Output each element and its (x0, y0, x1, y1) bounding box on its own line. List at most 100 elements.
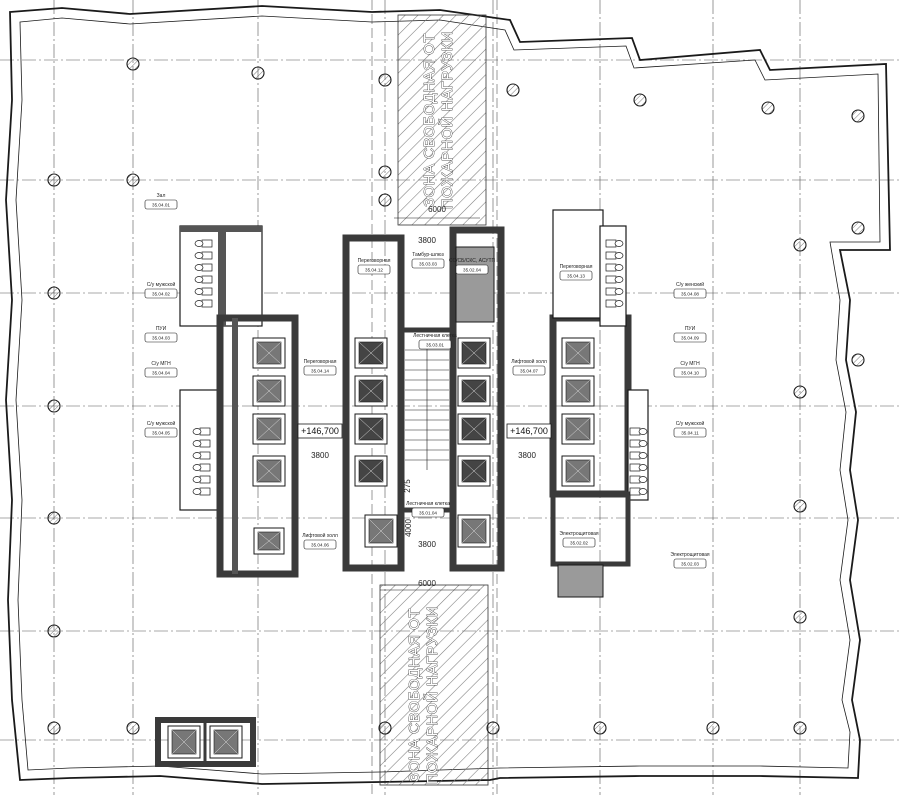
column (793, 610, 807, 624)
toilet-fixture (192, 427, 211, 436)
column (378, 721, 392, 735)
room-code: 35.02.03 (681, 562, 699, 567)
dim-corridor-left: 3800 (311, 451, 329, 460)
room-code: 35.04.13 (567, 274, 585, 279)
zone-label-top-line2: ПОЖАРНОЙ НАГРУЗКИ (438, 31, 456, 209)
elevator-car (561, 337, 595, 369)
elevator-car (457, 514, 491, 548)
column (633, 93, 647, 107)
room-code: 35.04.14 (311, 369, 329, 374)
column (851, 353, 865, 367)
fire-free-zone (371, 0, 498, 795)
room-label: Переговорная 35.04.12 (358, 258, 391, 275)
room-name: Переговорная (358, 258, 391, 264)
room-code: 35.04.03 (152, 336, 170, 341)
toilet-fixture (192, 487, 211, 496)
column (506, 83, 520, 97)
column (793, 238, 807, 252)
elevator-shafts (167, 337, 595, 759)
column (47, 624, 61, 638)
dim-zone-top: 6000 (428, 205, 446, 214)
room-label: Лестничная клетка 35.01.04 (406, 501, 450, 518)
toilet-fixture (194, 239, 213, 248)
room-name: Лестничная клетка (413, 333, 457, 339)
room-name: Электрощитовая (559, 531, 599, 537)
room-label: С/у мужской 35.04.05 (144, 420, 178, 438)
column (486, 721, 500, 735)
column (793, 499, 807, 513)
room-label: Лестничная клетка 35.03.01 (413, 333, 457, 350)
column (126, 57, 140, 71)
room-code: 35.02.02 (570, 541, 588, 546)
room-label: Электрощитовая 35.02.03 (670, 552, 710, 569)
room-code: 35.04.01 (152, 203, 170, 208)
room-name: Лестничная клетка (406, 501, 450, 507)
elevator-car (252, 375, 286, 407)
room-code: 35.04.11 (681, 431, 699, 436)
column (126, 173, 140, 187)
room-name: С/у МГН (151, 361, 171, 367)
toilet-fixture (192, 463, 211, 472)
room-code: 35.04.02 (152, 292, 170, 297)
toilet-fixture (629, 427, 648, 436)
column (793, 721, 807, 735)
toilet-fixture (629, 475, 648, 484)
room-name: С/у МГН (680, 361, 700, 367)
elevation-mark-left: +146,700 (297, 423, 343, 439)
room-code: 35.04.10 (681, 371, 699, 376)
toilet-fixture (605, 239, 624, 248)
zone-label-bottom: ЗОНА СВОБОДНАЯ ОТ ПОЖАРНОЙ НАГРУЗКИ (406, 605, 442, 784)
toilet-fixture (605, 287, 624, 296)
room-label: С/у МГН 35.04.10 (673, 361, 707, 378)
elevator-car (252, 455, 286, 487)
dimensions: 6000 6000 3800 3800 3800 3800 4000 275 (311, 205, 536, 591)
room-name: Зал (157, 193, 166, 199)
column (47, 173, 61, 187)
room-code: 35.01.04 (419, 511, 437, 516)
room-name: Переговорная (560, 264, 593, 270)
zone-label-bottom-line2: ПОЖАРНОЙ НАГРУЗКИ (423, 606, 441, 784)
elevator-car (364, 514, 398, 548)
elevator-car (457, 337, 491, 369)
elevator-car (457, 455, 491, 487)
room-name: ПУИ (156, 326, 167, 332)
room-code: 35.02.04 (463, 268, 481, 273)
toilet-fixture (629, 463, 648, 472)
room-label: С/у мужской 35.04.11 (673, 420, 707, 438)
toilet-fixture (629, 451, 648, 460)
zone-label-top: ЗОНА СВОБОДНАЯ ОТ ПОЖАРНОЙ НАГРУЗКИ (421, 30, 457, 209)
room-name: Электрощитовая (670, 552, 710, 558)
room-code: 35.04.09 (681, 336, 699, 341)
dim-corridor-top: 3800 (418, 236, 436, 245)
column (761, 101, 775, 115)
room-code: 35.04.05 (152, 431, 170, 436)
toilet-fixture (194, 287, 213, 296)
elevator-car (252, 337, 286, 369)
room-name: СС/СБ/СКС, АСУТП (449, 258, 496, 264)
toilet-fixture (605, 275, 624, 284)
room-code: 35.04.07 (520, 369, 538, 374)
room-label: Переговорная 35.04.13 (560, 264, 593, 281)
room-name: С/у мужской (147, 420, 176, 427)
column (126, 721, 140, 735)
column (593, 721, 607, 735)
room-name: С/у мужской (676, 420, 705, 427)
room-label: СС/СБ/СКС, АСУТП 35.02.04 (449, 258, 496, 275)
toilet-fixture (194, 275, 213, 284)
room-code: 35.04.06 (311, 543, 329, 548)
column (47, 511, 61, 525)
zone-label-bottom-line1: ЗОНА СВОБОДНАЯ ОТ (406, 608, 423, 782)
column (47, 286, 61, 300)
room-code: 35.04.12 (365, 268, 383, 273)
building-outline (5, 5, 891, 785)
toilet-fixture (629, 487, 648, 496)
room-code: 35.03.01 (426, 343, 444, 348)
elevator-car (561, 375, 595, 407)
toilet-fixture (605, 251, 624, 260)
